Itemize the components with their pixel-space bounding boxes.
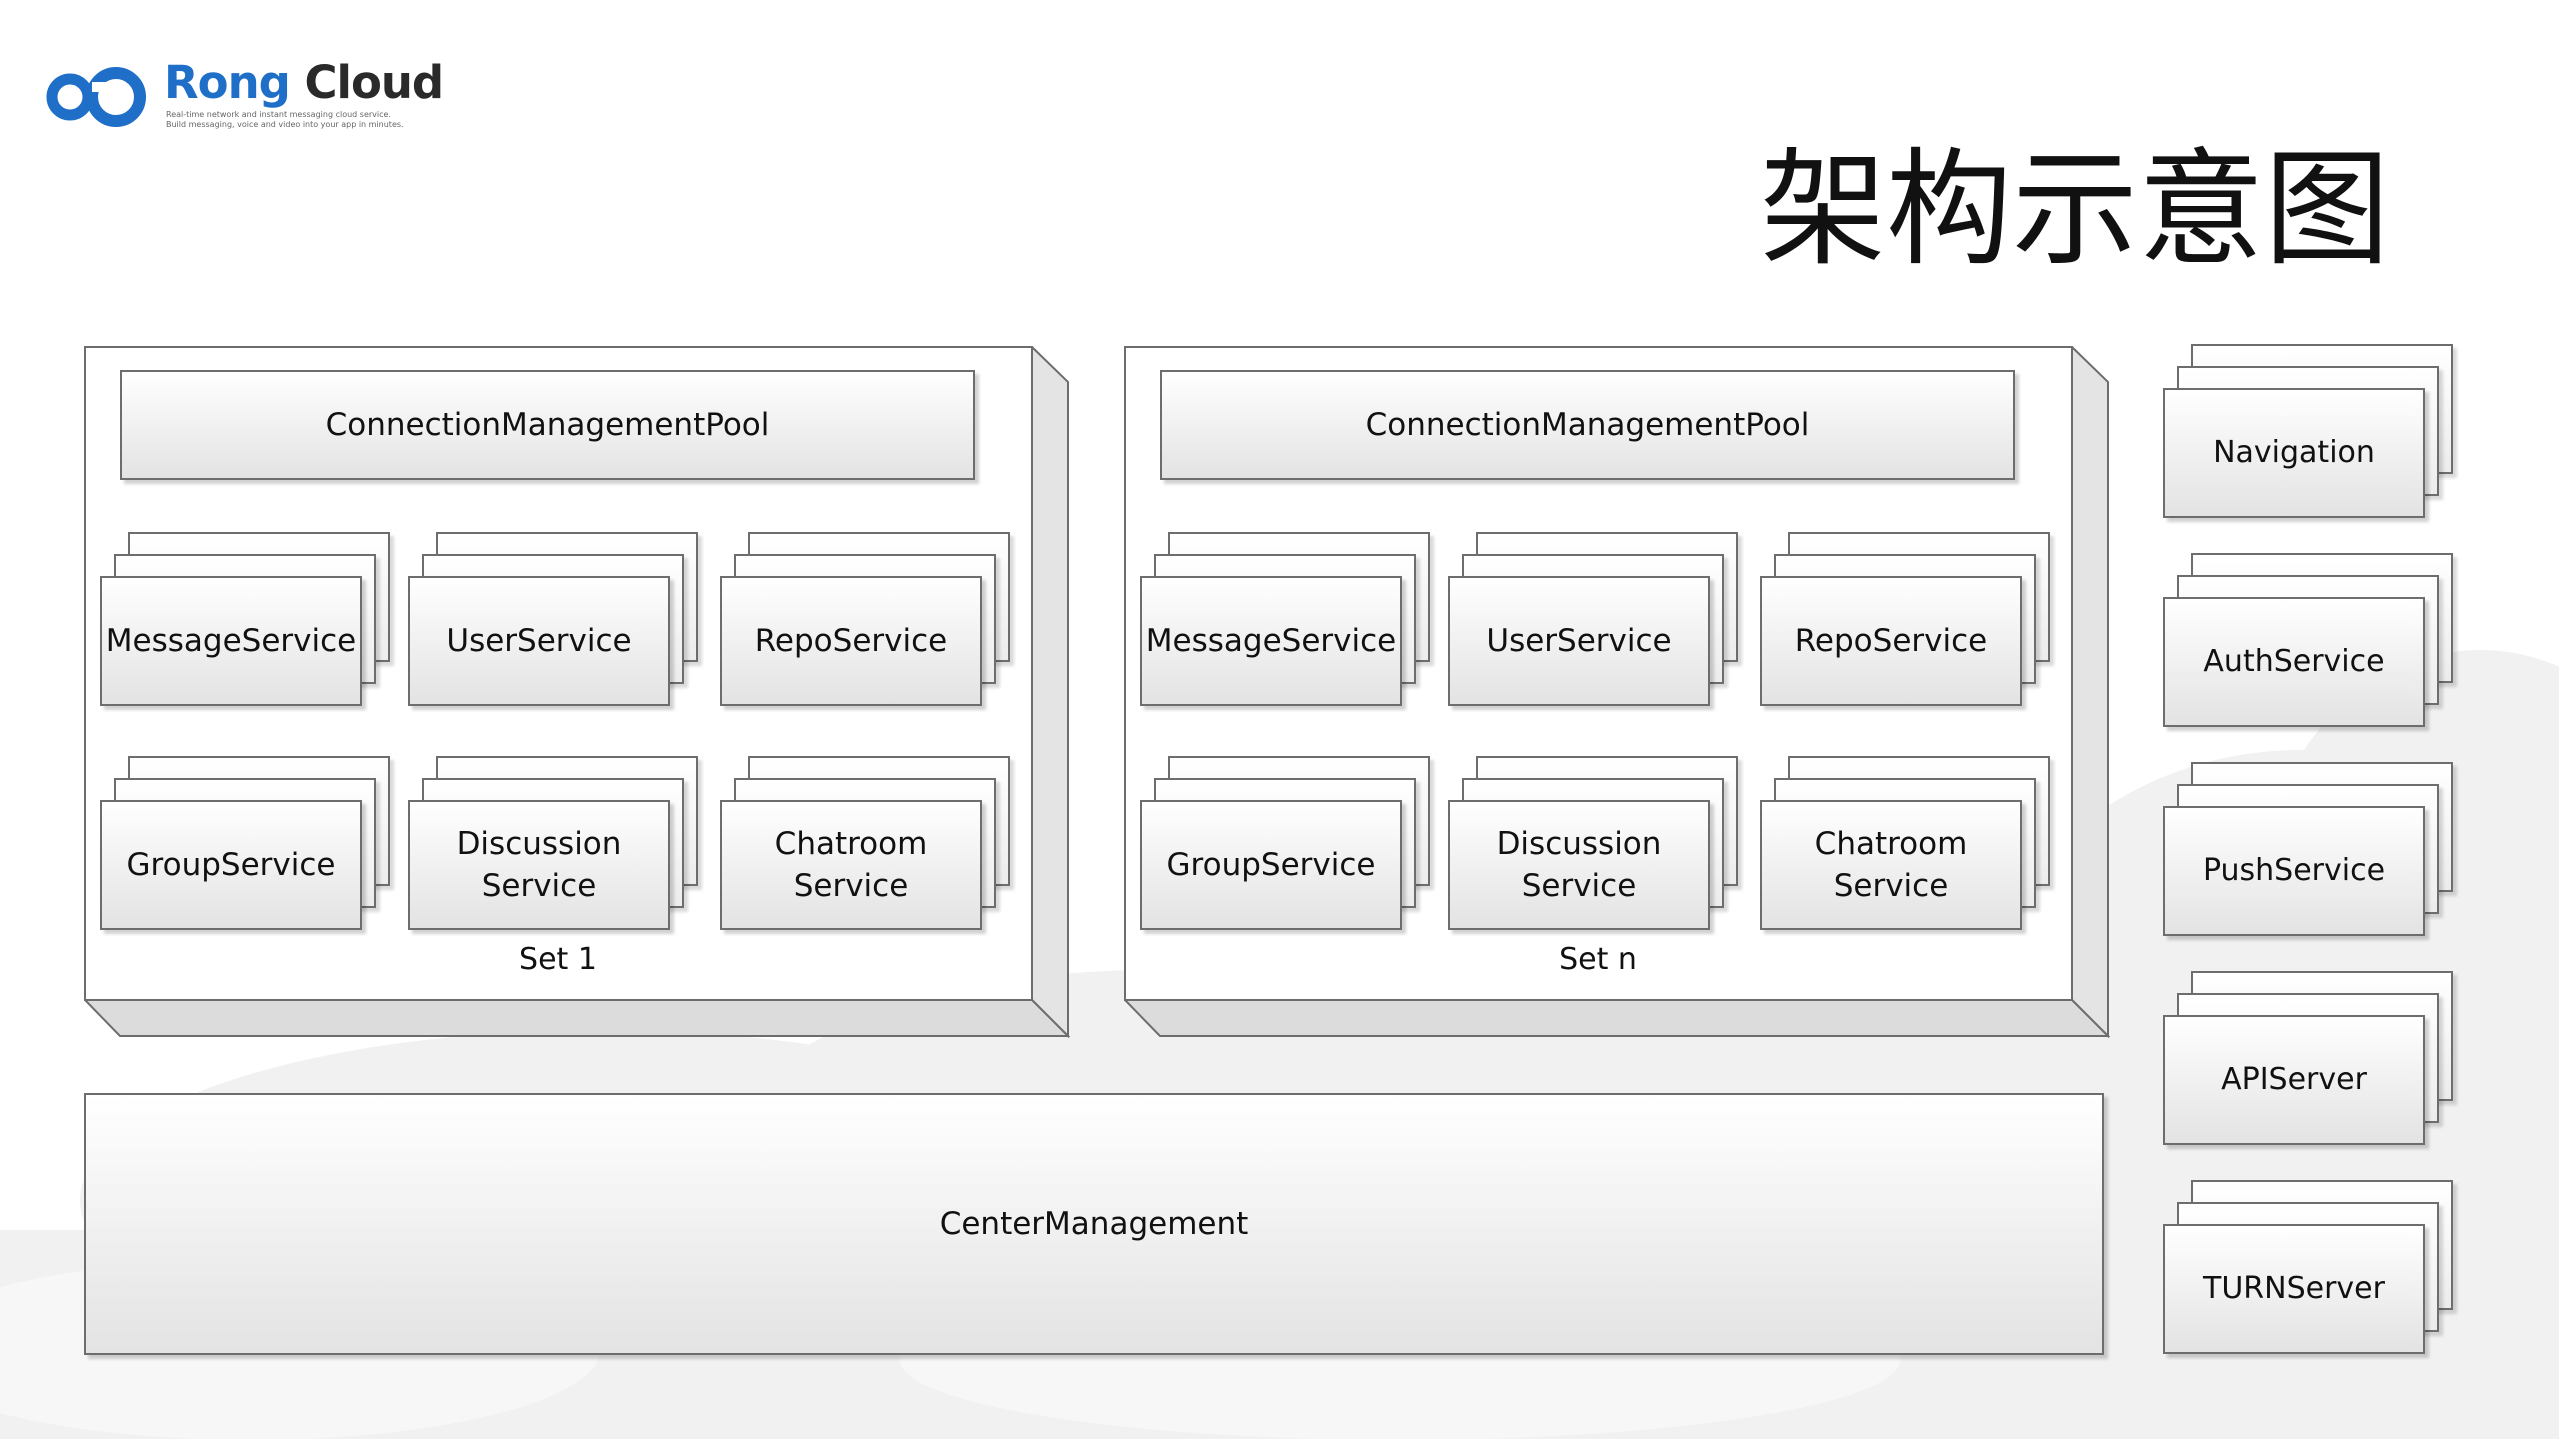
set-label: Set 1 xyxy=(519,942,597,977)
connection-pool-box: ConnectionManagementPool xyxy=(1160,370,2015,480)
service-label-line1: RepoService xyxy=(754,623,948,659)
center-management-box: CenterManagement xyxy=(84,1093,2104,1355)
logo-tagline: Real-time network and instant messaging … xyxy=(166,110,404,130)
service-label-line2: Service xyxy=(481,868,597,904)
message-service-stack: MessageService xyxy=(1140,532,1430,706)
stack-front: Navigation xyxy=(2163,388,2425,518)
group-service-stack: GroupService xyxy=(100,756,390,930)
service-label-line1: Discussion xyxy=(1496,826,1662,862)
turn-server-stack: TURNServer xyxy=(2163,1180,2453,1354)
service-label-line1: MessageService xyxy=(105,623,357,659)
service-label-line2: Service xyxy=(1521,868,1637,904)
service-label-line1: RepoService xyxy=(1794,623,1988,659)
service-label-line1: GroupService xyxy=(1166,847,1376,883)
service-label-line1: UserService xyxy=(446,623,632,659)
service-label-line1: AuthService xyxy=(2203,644,2385,679)
repo-service-stack: RepoService xyxy=(720,532,1010,706)
navigation-stack: Navigation xyxy=(2163,344,2453,518)
api-server-stack: APIServer xyxy=(2163,971,2453,1145)
service-label-line1: GroupService xyxy=(126,847,336,883)
service-label-line1: Navigation xyxy=(2213,435,2375,470)
stack-front: MessageService xyxy=(100,576,362,706)
service-label-line1: Chatroom xyxy=(1814,826,1968,862)
page-title: 架构示意图 xyxy=(1760,136,2390,283)
service-label-line2: Service xyxy=(793,868,909,904)
service-label-line1: APIServer xyxy=(2221,1062,2367,1097)
group-service-stack: GroupService xyxy=(1140,756,1430,930)
service-label-line1: TURNServer xyxy=(2203,1271,2385,1306)
logo-tagline-line1: Real-time network and instant messaging … xyxy=(166,110,391,119)
stack-front: APIServer xyxy=(2163,1015,2425,1145)
repo-service-stack: RepoService xyxy=(1760,532,2050,706)
service-label-line1: UserService xyxy=(1486,623,1672,659)
set-label: Set n xyxy=(1559,942,1637,977)
stack-front: GroupService xyxy=(1140,800,1402,930)
logo-wordmark: Rong Cloud xyxy=(164,56,444,109)
logo-tagline-line2: Build messaging, voice and video into yo… xyxy=(166,120,404,129)
service-label-line1: Discussion xyxy=(456,826,622,862)
stack-front: TURNServer xyxy=(2163,1224,2425,1354)
service-label-line1: MessageService xyxy=(1145,623,1397,659)
stack-front: PushService xyxy=(2163,806,2425,936)
stack-front: MessageService xyxy=(1140,576,1402,706)
stack-front: GroupService xyxy=(100,800,362,930)
service-label-line1: Chatroom xyxy=(774,826,928,862)
user-service-stack: UserService xyxy=(408,532,698,706)
center-management-label: CenterManagement xyxy=(939,1206,1249,1242)
connection-pool-label: ConnectionManagementPool xyxy=(1365,407,1810,443)
user-service-stack: UserService xyxy=(1448,532,1738,706)
push-service-stack: PushService xyxy=(2163,762,2453,936)
stack-front: UserService xyxy=(1448,576,1710,706)
connection-pool-box: ConnectionManagementPool xyxy=(120,370,975,480)
stack-front: UserService xyxy=(408,576,670,706)
rongcloud-logo: Rong Cloud Real-time network and instant… xyxy=(44,56,444,136)
stack-front: AuthService xyxy=(2163,597,2425,727)
message-service-stack: MessageService xyxy=(100,532,390,706)
service-label-line2: Service xyxy=(1833,868,1949,904)
auth-service-stack: AuthService xyxy=(2163,553,2453,727)
stack-front: RepoService xyxy=(720,576,982,706)
logo-infinity-icon xyxy=(46,67,146,127)
connection-pool-label: ConnectionManagementPool xyxy=(325,407,770,443)
stack-front: RepoService xyxy=(1760,576,2022,706)
service-label-line1: PushService xyxy=(2202,853,2386,888)
